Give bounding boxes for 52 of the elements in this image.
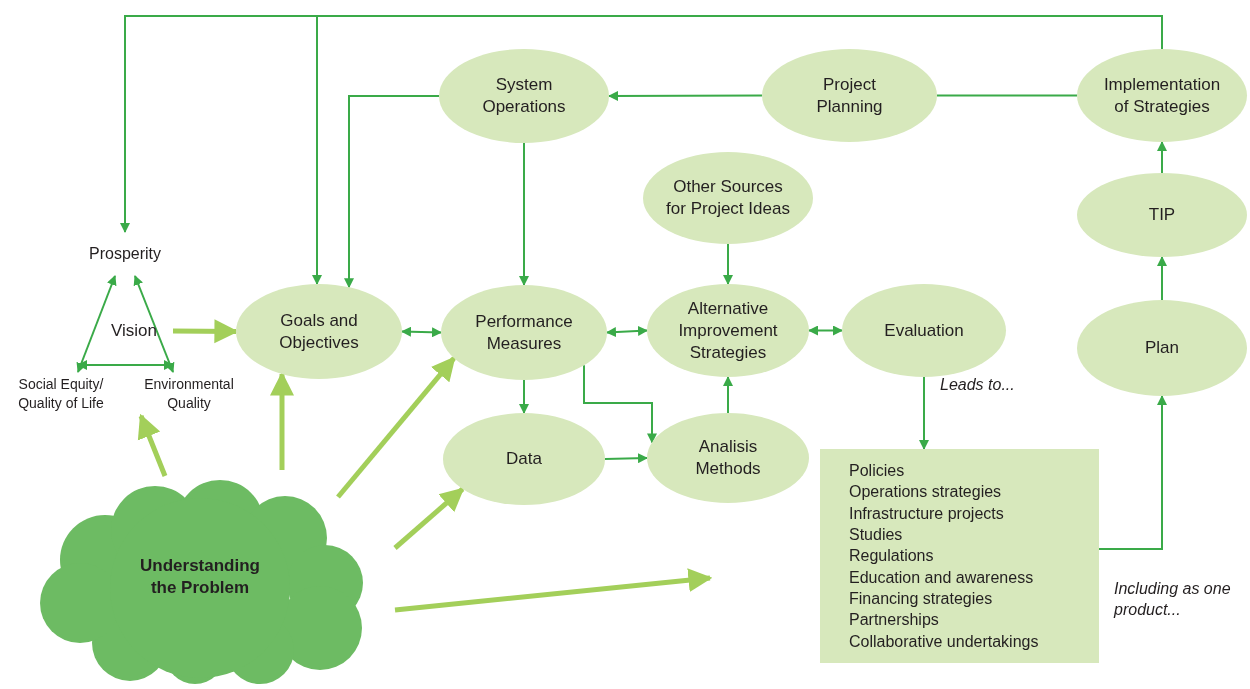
- node-label: System Operations: [481, 74, 567, 118]
- arrow: [1157, 141, 1167, 174]
- list-box: [820, 449, 1099, 663]
- node-label: Project Planning: [815, 73, 884, 118]
- text-label: Prosperity: [89, 244, 161, 264]
- arrow: [608, 90, 763, 101]
- node-label: Understanding the Problem: [139, 555, 261, 599]
- list-item: Financing strategies: [849, 588, 994, 609]
- list-item: Studies: [849, 525, 904, 546]
- list-item: Operations strategies: [849, 482, 1003, 503]
- list-item: Partnerships: [849, 610, 940, 631]
- node-label: Data: [506, 448, 542, 470]
- text-label: Environmental Quality: [143, 375, 235, 413]
- text-label: Social Equity/ Quality of Life: [17, 375, 105, 413]
- arrow: [1098, 395, 1167, 550]
- node-label: Goals and Objectives: [278, 309, 360, 354]
- node-label: Other Sources for Project Ideas: [665, 176, 791, 220]
- arrow: [133, 275, 175, 373]
- node-label: Plan: [1145, 337, 1179, 359]
- thick-arrow: [394, 568, 713, 613]
- arrow: [723, 376, 733, 414]
- arrow: [583, 364, 657, 444]
- thick-arrow: [393, 487, 465, 550]
- list-item: Policies: [849, 461, 906, 482]
- list-item: Collaborative undertakings: [849, 631, 1040, 652]
- thick-arrow: [336, 356, 456, 499]
- arrow: [76, 275, 117, 373]
- arrow: [401, 326, 442, 338]
- arrow: [604, 453, 648, 464]
- node-label: Implementation of Strategies: [1102, 73, 1222, 118]
- text-label: Vision: [111, 320, 157, 343]
- list-item: Regulations: [849, 546, 935, 567]
- arrow: [344, 95, 440, 289]
- thick-arrow: [270, 371, 294, 470]
- arrow: [519, 379, 529, 414]
- arrow: [1157, 256, 1167, 301]
- arrow: [808, 325, 843, 336]
- list-item: Education and awareness: [849, 567, 1035, 588]
- arrow: [606, 325, 648, 338]
- node-label: Alternative Improvement Strategies: [677, 297, 779, 364]
- list-item: Infrastructure projects: [849, 503, 1005, 524]
- node-label: Evaluation: [884, 319, 964, 342]
- arrow: [919, 376, 929, 450]
- arrow: [77, 360, 174, 370]
- arrow: [723, 243, 733, 285]
- thick-arrow: [137, 413, 168, 477]
- arrow: [312, 15, 1163, 285]
- node-label: Performance Measures: [474, 310, 574, 355]
- node-label: Analisis Methods: [694, 436, 762, 480]
- connector-line: [936, 94, 1078, 97]
- arrow: [519, 142, 529, 286]
- node-label: TIP: [1148, 204, 1176, 226]
